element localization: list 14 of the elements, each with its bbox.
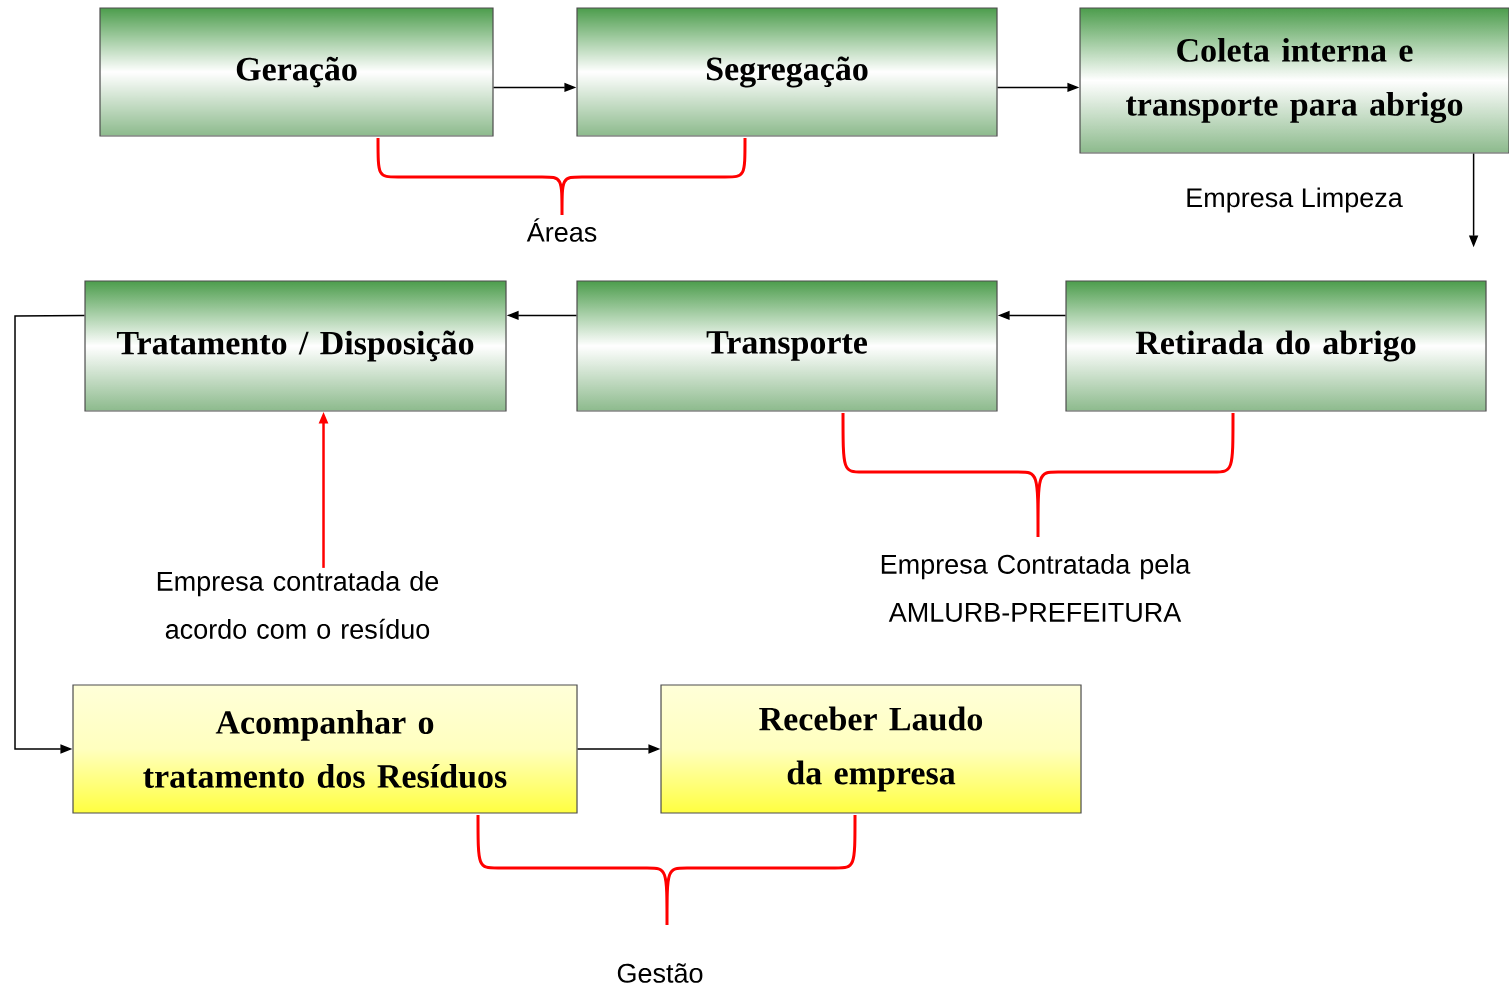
process-box: Coleta interna e transporte para abrigo — [1079, 7, 1509, 154]
process-box: Acompanhar o tratamento dos Resíduos — [72, 684, 578, 814]
process-box: Retirada do abrigo — [1065, 280, 1487, 412]
note-text: Empresa contratada de acordo com o resíduo — [157, 571, 439, 639]
process-box: Geração — [99, 7, 494, 137]
process-box: Segregação — [576, 7, 998, 137]
brace-label: Áreas — [526, 218, 597, 242]
brace-label: Gestão — [617, 963, 703, 983]
arrow — [14, 314, 86, 754]
brace-label: Empresa Contratada pela AMLURB-PREFEITURA — [881, 554, 1191, 622]
process-box: Transporte — [576, 280, 998, 412]
process-box: Receber Laudo da empresa — [660, 684, 1082, 814]
edge-label: Empresa Limpeza — [1187, 187, 1403, 213]
process-box: Tratamento / Disposição — [84, 280, 507, 412]
